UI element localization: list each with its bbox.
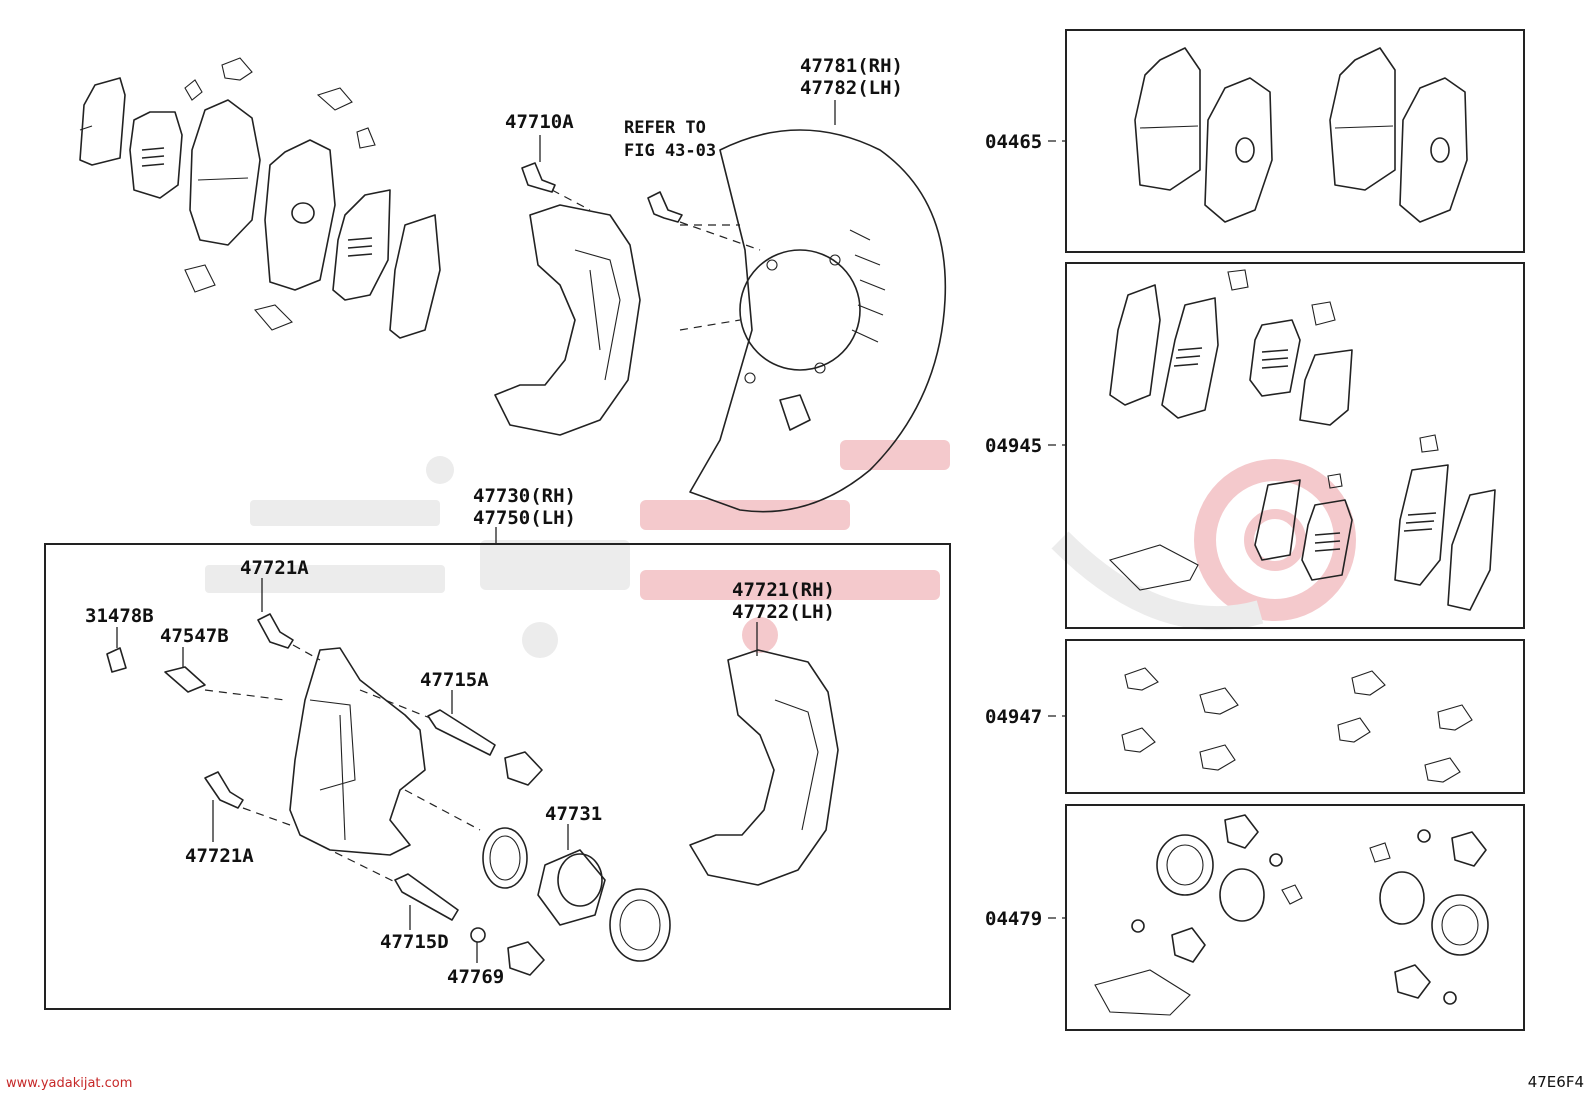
pad-set-illustration [79,57,441,339]
caliper-small-parts [106,613,671,976]
footer-website-link[interactable]: www.yadakijat.com [6,1076,133,1091]
kit-04465-illustration [1134,47,1468,223]
label-bolt-upper: 47721A [240,557,309,579]
part-labels: 47781(RH) 47782(LH) 47710A REFER TO FIG … [85,55,1042,988]
label-slide-pin-lower: 47715D [380,931,449,953]
label-bolt-lower: 47721A [185,845,254,867]
label-bushing: 47769 [447,966,504,988]
dust-shield-illustration [679,129,947,513]
label-shield-lh: 47782(LH) [800,77,903,99]
label-kit-04947: 04947 [985,706,1042,728]
kit-04947-illustration [1121,667,1473,783]
label-caliper-rh: 47730(RH) [473,485,576,507]
label-slide-pin-upper: 47715A [420,669,489,691]
kit-04945-illustration [1108,269,1496,611]
label-kit-04945: 04945 [985,435,1042,457]
label-mount-bolt: 47710A [505,111,574,133]
label-kit-04479: 04479 [985,908,1042,930]
caliper-body-illustration [289,647,426,856]
label-shield-rh: 47781(RH) [800,55,903,77]
label-refer-fig: FIG 43-03 [624,141,716,161]
label-bleeder-plug: 47547B [160,625,229,647]
label-caliper-lh: 47750(LH) [473,507,576,529]
label-piston: 47731 [545,803,602,825]
label-bleeder-cap: 31478B [85,605,154,627]
leader-lines [116,100,836,963]
figure-code: 47E6F4 [1527,1073,1584,1091]
label-refer-to: REFER TO [624,118,706,138]
kit-leaders [1048,140,1066,919]
kit-04479-illustration [1094,814,1489,1016]
label-kit-04465: 04465 [985,131,1042,153]
kit-box-04947 [1065,639,1525,794]
mounting-bracket-illustration [689,649,839,886]
kit-box-04945 [1065,262,1525,629]
label-bracket-rh: 47721(RH) [732,579,835,601]
caliper-assembly-box [44,543,951,1010]
watermark-logo [205,440,1356,658]
label-bracket-lh: 47722(LH) [732,601,835,623]
upper-bracket-illustration [494,204,641,436]
mount-bolt-illustration [521,162,761,251]
kit-box-04465 [1065,29,1525,253]
